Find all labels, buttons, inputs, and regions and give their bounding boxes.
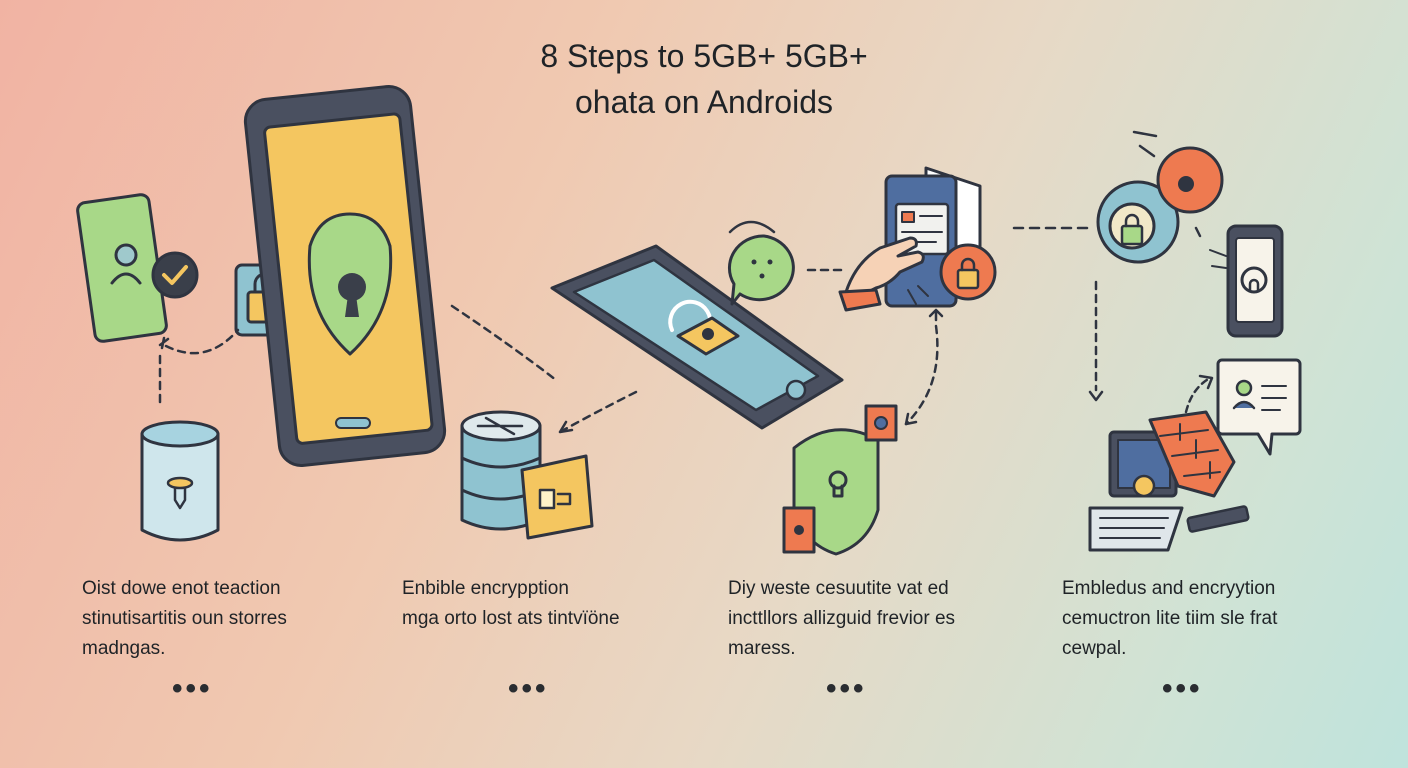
step-4-more-icon[interactable]: ••• <box>1162 672 1203 705</box>
firewall-icon <box>1148 410 1236 498</box>
step-1-line-3: madngas. <box>82 638 166 659</box>
step-4-caption: Embledus and encryytion cemuctron lite t… <box>1062 574 1277 664</box>
step-1-caption: Oist dowe enot teaction stinutisartitis … <box>82 574 287 664</box>
tilted-phone-icon <box>550 244 844 430</box>
folder-icon <box>520 454 594 540</box>
security-dial-icon <box>1096 130 1224 264</box>
check-badge-icon <box>151 251 199 299</box>
step-4-line-2: cemuctron lite tiim sle frat <box>1062 608 1278 629</box>
small-phone-lock-icon <box>1209 224 1284 338</box>
step-1-more-icon[interactable]: ••• <box>172 672 213 705</box>
step-2-line-1: Enbible encrypption <box>402 578 569 599</box>
shield-lock-icon <box>782 404 898 556</box>
step-2-line-2: mga orto lost ats tintvïöne <box>402 608 620 629</box>
page-subtitle: ohata on Androids <box>575 84 833 120</box>
step-1-line-1: Oist dowe enot teaction <box>82 578 281 599</box>
step-3-line-1: Diy weste cesuutite vat ed <box>728 578 949 599</box>
android-shield-phone-icon <box>243 85 447 467</box>
tapping-hand-icon <box>838 236 929 312</box>
step-1-line-2: stinutisartitis oun storres <box>82 608 287 629</box>
step-3-line-3: maress. <box>728 638 796 659</box>
step-3-more-icon[interactable]: ••• <box>826 672 867 705</box>
contact-card-icon <box>76 193 168 343</box>
lock-badge-icon <box>939 243 997 301</box>
step-3-line-2: incttllors allizguid frevior es <box>728 608 956 629</box>
storage-jar-icon <box>140 420 220 542</box>
chat-bubble-icon <box>727 220 795 306</box>
message-bubble-icon <box>1216 358 1302 456</box>
laptop-icon <box>1088 430 1250 552</box>
page-title: 8 Steps to 5GB+ 5GB+ <box>540 38 868 74</box>
step-2-more-icon[interactable]: ••• <box>508 672 549 705</box>
step-4-line-3: cewpal. <box>1062 638 1127 659</box>
database-icon <box>460 410 542 531</box>
step-2-caption: Enbible encrypption mga orto lost ats ti… <box>402 574 620 634</box>
step-3-caption: Diy weste cesuutite vat ed incttllors al… <box>728 574 955 664</box>
step-4-line-1: Embledus and encryytion <box>1062 578 1276 599</box>
